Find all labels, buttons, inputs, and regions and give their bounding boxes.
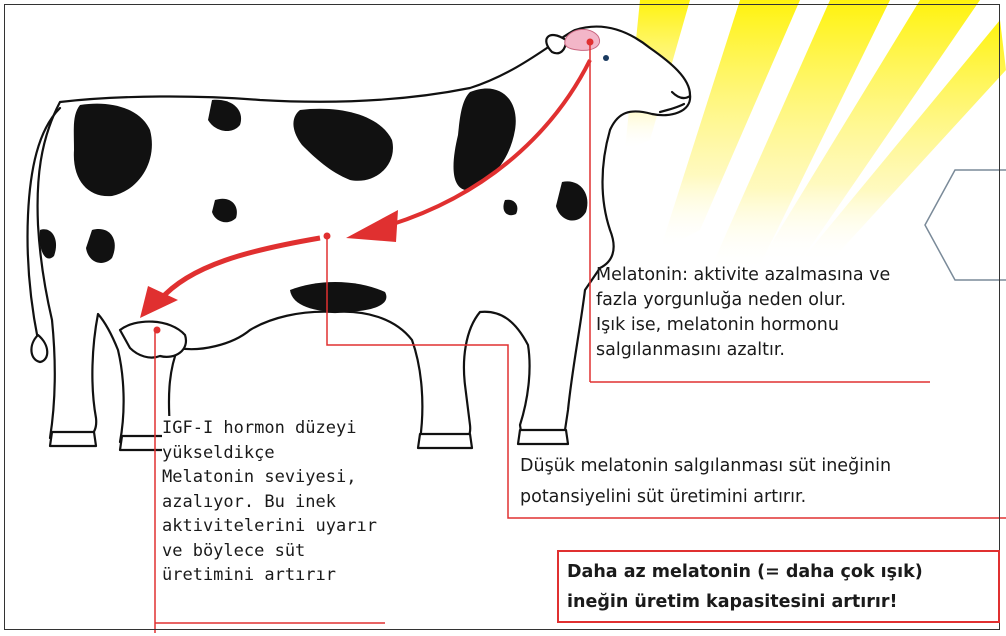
callout-line: yükseldikçe	[162, 441, 377, 466]
callout-line: Melatonin seviyesi,	[162, 465, 377, 490]
callout-melatonin-effect: Melatonin: aktivite azalmasına ve fazla …	[596, 263, 890, 363]
callout-line: ve böylece süt	[162, 539, 377, 564]
connector-dot-body	[324, 233, 331, 240]
callout-line: IGF-I hormon düzeyi	[162, 416, 377, 441]
callout-line: Melatonin: aktivite azalmasına ve	[596, 263, 890, 288]
summary-text: Daha az melatonin (= daha çok ışık) ineğ…	[559, 552, 998, 617]
cow-tail-tuft	[31, 335, 47, 362]
summary-box: Daha az melatonin (= daha çok ışık) ineğ…	[557, 550, 1000, 623]
speech-bubble-edge	[925, 170, 1006, 280]
cow-eye	[603, 55, 609, 61]
cow-hoof	[518, 430, 568, 444]
connector-dot-udder	[154, 327, 161, 334]
callout-line: Düşük melatonin salgılanması süt ineğini…	[520, 451, 891, 482]
callout-line: üretimini artırır	[162, 563, 377, 588]
callout-line: salgılanmasını azaltır.	[596, 338, 890, 363]
summary-line: Daha az melatonin (= daha çok ışık)	[567, 557, 998, 587]
callout-line: Işık ise, melatonin hormonu	[596, 313, 890, 338]
summary-line: ineğin üretim kapasitesini artırır!	[567, 587, 998, 617]
cow-ear	[546, 35, 566, 53]
cow-hoof	[418, 434, 472, 448]
callout-line: potansiyelini süt üretimini artırır.	[520, 482, 891, 513]
cow-hoof	[50, 432, 96, 446]
callout-low-melatonin: Düşük melatonin salgılanması süt ineğini…	[520, 451, 891, 513]
callout-line: fazla yorgunluğa neden olur.	[596, 288, 890, 313]
connector-dot-brain	[587, 39, 594, 46]
callout-line: aktivitelerini uyarır	[162, 514, 377, 539]
callout-igf-hormone: IGF-I hormon düzeyi yükseldikçe Melatoni…	[162, 416, 385, 588]
sun-rays	[625, 0, 1006, 270]
callout-line: azalıyor. Bu inek	[162, 490, 377, 515]
